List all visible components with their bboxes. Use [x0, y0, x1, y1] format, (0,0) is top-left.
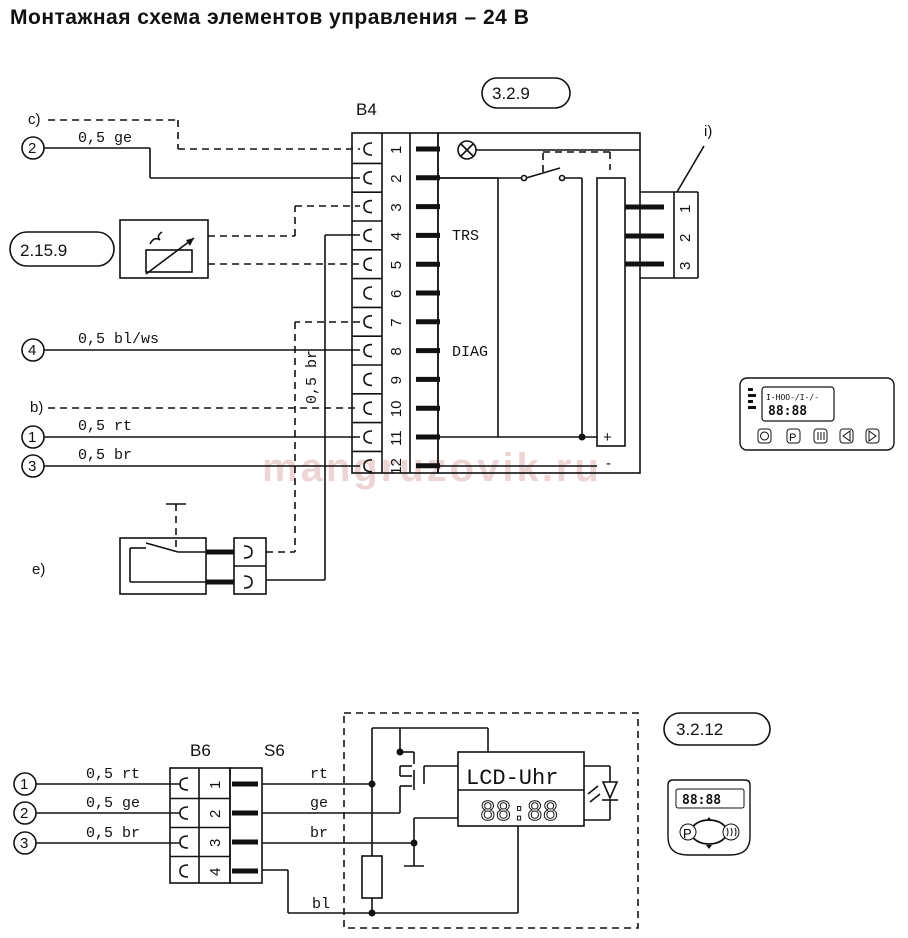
- b6-pin-row: 2: [170, 797, 258, 820]
- b6-pin-row: 1: [179, 777, 258, 791]
- ref-3-2-12: 3.2.12: [676, 720, 723, 739]
- b4-pin-row: 12: [352, 450, 440, 475]
- b4-pin-row: 9: [352, 364, 440, 387]
- s6-label: S6: [264, 741, 285, 760]
- b4-pin-number: 12: [388, 458, 405, 475]
- lcd-label: LCD-Uhr: [466, 766, 558, 791]
- b4-pin-row: 1: [363, 142, 440, 156]
- b4-pin-number: 9: [388, 376, 405, 384]
- b6-pin-number: 3: [207, 839, 224, 847]
- b-wire-bl-right: bl: [312, 896, 330, 913]
- panel-heat-button[interactable]: [813, 428, 828, 444]
- bottom-left-wiring: 1 0,5 rt 2 0,5 ge 3 0,5 br: [13, 766, 180, 855]
- b-wire-br-right: br: [310, 825, 328, 842]
- module-3-2-9: 3.2.9 + - TRS DIAG 1 2 3 i): [437, 77, 712, 474]
- b4-pin-number: 1: [388, 146, 405, 154]
- page-title: Монтажная схема элементов управления – 2…: [10, 6, 530, 29]
- mark-b: b): [30, 399, 43, 416]
- panel-display-top: I-HOO-/I-/-: [766, 393, 819, 402]
- ref-2-15-9: 2.15.9: [20, 241, 67, 260]
- b4-pin-row: 2: [352, 162, 440, 185]
- b-wire-br: 0,5 br: [86, 825, 140, 842]
- panel-timer-button[interactable]: [757, 428, 772, 444]
- b6-pin-number: 1: [207, 781, 224, 789]
- circle-2: 2: [28, 140, 36, 157]
- b-wire-ge: 0,5 ge: [86, 795, 140, 812]
- brand-icon: [748, 388, 756, 409]
- b4-pin-row: 5: [352, 249, 440, 271]
- remote-heat-button[interactable]: [722, 823, 740, 841]
- b-wire-rt: 0,5 rt: [86, 766, 140, 783]
- panel-display-digits: 88:88: [768, 404, 807, 419]
- b4-pin-row: 10: [352, 392, 440, 418]
- control-panel-device: I-HOO-/I-/- 88:88 P: [739, 377, 895, 451]
- b4-pin-number: 4: [388, 232, 405, 240]
- b4-pin-row: 3: [352, 191, 440, 214]
- b4-pin-row: 7: [352, 306, 440, 329]
- b6-pin-row: 4: [170, 855, 258, 878]
- b4-pin-number: 10: [388, 401, 405, 418]
- plus-label: +: [603, 429, 612, 446]
- circle-4: 4: [28, 342, 36, 359]
- wire-rt: 0,5 rt: [78, 418, 132, 435]
- remote-p-label: P: [683, 826, 692, 841]
- svg-text:P: P: [789, 432, 796, 444]
- b4-label: B4: [356, 100, 377, 119]
- wire-blws: 0,5 bl/ws: [78, 331, 159, 348]
- b-circle-2: 2: [20, 805, 28, 822]
- b6-label: B6: [190, 741, 211, 760]
- left-wiring: c) 2 0,5 ge 2.15.9 0,5 br 4 0,5: [9, 111, 597, 595]
- minus-label: -: [606, 455, 611, 472]
- lcd-digits: 88:88: [480, 797, 558, 827]
- aux-pin-2: 2: [677, 234, 694, 242]
- b4-pin-row: 11: [352, 421, 440, 446]
- b4-pin-number: 6: [388, 290, 405, 298]
- module-3-2-12: 3.2.12 rt ge br bl: [262, 712, 771, 929]
- panel-p-button[interactable]: P: [786, 428, 801, 444]
- b6-pin-number: 2: [207, 810, 224, 818]
- connector-b6-s6: B6 S6 1 2 3 4: [169, 741, 285, 884]
- wire-ge: 0,5 ge: [78, 130, 132, 147]
- b4-pin-number: 11: [388, 430, 405, 446]
- panel-left-button[interactable]: [839, 428, 854, 444]
- b4-pin-number: 5: [388, 261, 405, 269]
- b6-pin-row: 3: [170, 826, 258, 849]
- aux-label: i): [704, 123, 712, 140]
- b6-pin-number: 4: [207, 868, 224, 876]
- down-arrow-icon: [706, 845, 712, 849]
- ref-3-2-9: 3.2.9: [492, 84, 530, 103]
- up-arrow-icon: [706, 817, 712, 821]
- wire-br: 0,5 br: [78, 447, 132, 464]
- aux-pin-3: 3: [677, 262, 694, 270]
- diag-label: DIAG: [452, 344, 488, 361]
- b-circle-1: 1: [20, 776, 28, 793]
- b4-pin-row: 4: [352, 220, 440, 243]
- circle-3: 3: [28, 458, 36, 475]
- mark-e: e): [32, 561, 45, 578]
- b-wire-ge-right: ge: [310, 795, 328, 812]
- remote-digits: 88:88: [682, 793, 721, 808]
- circle-1: 1: [28, 429, 36, 446]
- remote-device: 88:88 P: [667, 779, 751, 856]
- b4-pin-number: 7: [388, 318, 405, 326]
- aux-pin-1: 1: [677, 205, 694, 213]
- mark-c: c): [28, 111, 41, 128]
- wire-vertical-br: 0,5 br: [304, 350, 321, 404]
- b4-pin-number: 3: [388, 203, 405, 211]
- b4-pin-row: 8: [352, 335, 440, 358]
- b-circle-3: 3: [20, 835, 28, 852]
- trs-label: TRS: [452, 228, 479, 245]
- b4-pin-number: 2: [388, 174, 405, 182]
- b-wire-rt-right: rt: [310, 766, 328, 783]
- b4-pin-number: 8: [388, 347, 405, 355]
- panel-right-button[interactable]: [865, 428, 880, 444]
- b4-pin-row: 6: [352, 277, 440, 300]
